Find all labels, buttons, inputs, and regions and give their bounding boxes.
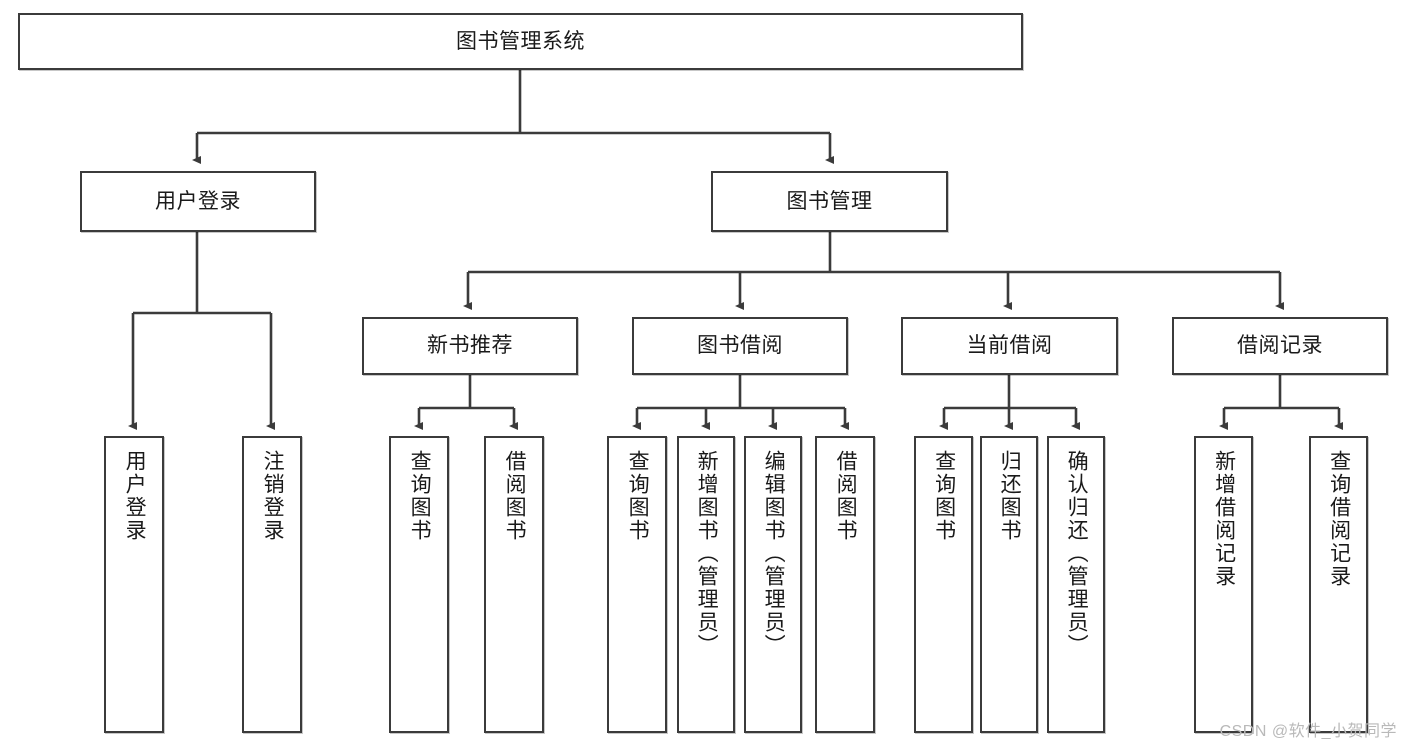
leaf-new-book-query-books[interactable]: 查询图书 <box>389 436 449 733</box>
node-label: 新书推荐 <box>427 334 513 358</box>
node-current-borrowing[interactable]: 当前借阅 <box>901 317 1118 375</box>
node-root-book-management-system[interactable]: 图书管理系统 <box>18 13 1023 70</box>
node-label: 新增借阅记录 <box>1212 450 1236 588</box>
node-label: 图书管理系统 <box>456 29 585 53</box>
node-label: 借阅记录 <box>1237 334 1323 358</box>
node-book-borrowing[interactable]: 图书借阅 <box>632 317 848 375</box>
leaf-book-borrow-edit-book-admin[interactable]: 编辑图书（管理员） <box>744 436 802 733</box>
leaf-borrow-record-add-record[interactable]: 新增借阅记录 <box>1194 436 1253 733</box>
node-label: 查询图书 <box>626 450 650 542</box>
node-label: 查询图书 <box>932 450 956 542</box>
node-label: 归还图书 <box>998 450 1022 542</box>
leaf-book-borrow-borrow-books[interactable]: 借阅图书 <box>815 436 875 733</box>
node-label: 新增图书（管理员） <box>695 450 719 657</box>
watermark-text: CSDN @软件_小贺同学 <box>1219 723 1397 740</box>
leaf-book-borrow-add-book-admin[interactable]: 新增图书（管理员） <box>677 436 735 733</box>
node-label: 图书借阅 <box>697 334 783 358</box>
node-label: 借阅图书 <box>834 450 858 542</box>
node-label: 查询图书 <box>408 450 432 542</box>
node-label: 用户登录 <box>123 450 147 542</box>
node-label: 编辑图书（管理员） <box>762 450 786 657</box>
node-book-management[interactable]: 图书管理 <box>711 171 948 232</box>
node-new-book-recommendation[interactable]: 新书推荐 <box>362 317 578 375</box>
node-user-login[interactable]: 用户登录 <box>80 171 316 232</box>
node-label: 借阅图书 <box>503 450 527 542</box>
leaf-current-borrow-query-books[interactable]: 查询图书 <box>914 436 973 733</box>
node-label: 当前借阅 <box>966 334 1053 358</box>
node-label: 注销登录 <box>261 450 285 542</box>
leaf-current-borrow-confirm-return-admin[interactable]: 确认归还（管理员） <box>1047 436 1105 733</box>
leaf-borrow-record-query-record[interactable]: 查询借阅记录 <box>1309 436 1368 733</box>
leaf-current-borrow-return-books[interactable]: 归还图书 <box>980 436 1038 733</box>
node-borrow-records[interactable]: 借阅记录 <box>1172 317 1388 375</box>
node-label: 图书管理 <box>786 189 873 213</box>
node-label: 查询借阅记录 <box>1327 450 1351 588</box>
node-label: 确认归还（管理员） <box>1065 450 1089 657</box>
leaf-book-borrow-query-books[interactable]: 查询图书 <box>607 436 667 733</box>
leaf-user-login-logout[interactable]: 注销登录 <box>242 436 302 733</box>
leaf-user-login-login[interactable]: 用户登录 <box>104 436 164 733</box>
leaf-new-book-borrow-books[interactable]: 借阅图书 <box>484 436 544 733</box>
node-label: 用户登录 <box>155 189 241 213</box>
